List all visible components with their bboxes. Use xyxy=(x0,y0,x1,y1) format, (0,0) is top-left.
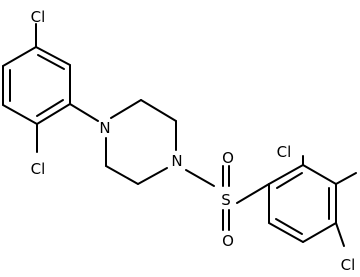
bond-methyl xyxy=(335,172,357,185)
bond-ring-left xyxy=(2,104,38,125)
bond-piperazine xyxy=(140,99,177,122)
bond-cl-right-bottom xyxy=(335,222,345,247)
bond-ring-left xyxy=(35,46,71,66)
bond-ring-right xyxy=(268,222,304,243)
atom-sulfur: S xyxy=(221,191,231,209)
bond-piperazine xyxy=(110,99,142,119)
bond-ring-right xyxy=(302,164,337,185)
bond-ring-left xyxy=(36,103,71,125)
atom-n-piperazine-left: N xyxy=(99,119,110,137)
bond-piperazine xyxy=(105,165,139,185)
bond-s-aryl xyxy=(236,183,270,204)
atom-labels: Cl Cl N N S O O Cl Cl xyxy=(31,8,356,274)
atom-cl-top: Cl xyxy=(31,8,46,26)
bond-ring-left-double xyxy=(37,54,65,70)
bond-aryl-n xyxy=(69,103,99,122)
bond-piperazine xyxy=(137,167,168,185)
bond-ring-right xyxy=(302,222,337,243)
bond-ring-right-double xyxy=(275,218,303,235)
bonds xyxy=(2,23,357,247)
bond-ring-left xyxy=(2,46,37,67)
atom-cl-left-bottom: Cl xyxy=(31,160,46,178)
bond-ring-left-double xyxy=(36,99,64,117)
atom-o-top: O xyxy=(222,149,234,167)
atom-o-bottom: O xyxy=(222,232,234,250)
atom-n-piperazine-right: N xyxy=(171,152,182,170)
bond-ring-right-double xyxy=(276,172,303,189)
atom-cl-right-bottom: Cl xyxy=(341,256,356,274)
atom-cl-right-top: Cl xyxy=(277,143,292,161)
bond-ring-right xyxy=(268,164,304,185)
bond-n-s xyxy=(185,169,215,187)
